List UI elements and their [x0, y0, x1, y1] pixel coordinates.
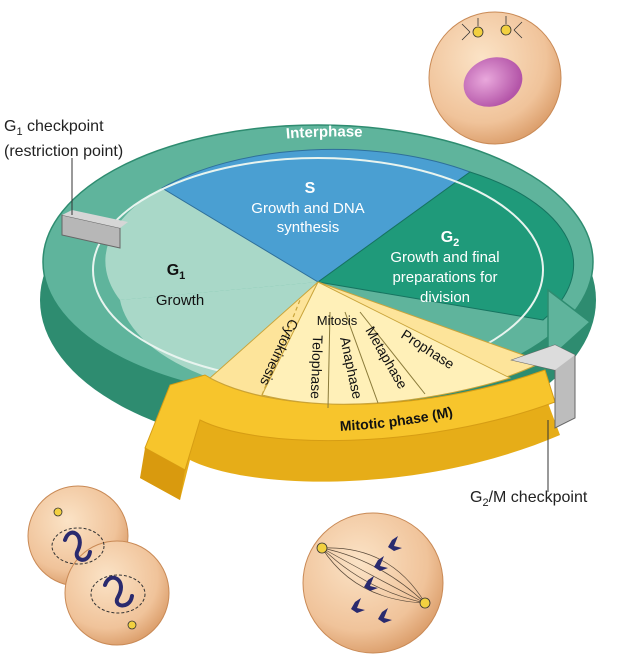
cytokinesis-divider — [261, 299, 301, 396]
interphase-label: Interphase — [285, 123, 362, 142]
g2-line1: Growth and final — [390, 249, 499, 266]
metaphase-cell-illustration — [302, 512, 444, 654]
dividing-cell-illustration — [27, 485, 170, 646]
g1-checkpoint-block — [61, 158, 128, 249]
mitosis-label: Mitosis — [317, 313, 358, 328]
interphase-arrow-head — [547, 288, 592, 362]
s-title: S — [305, 180, 316, 197]
stage-telophase: Telophase — [308, 335, 326, 400]
g2-title: G2 — [441, 229, 460, 249]
g2m-checkpoint-label: G2/M checkpoint — [470, 489, 588, 510]
interphase-cell-illustration — [428, 11, 562, 145]
s-sector — [161, 148, 472, 283]
g1-title: G1 — [167, 262, 186, 282]
stage-dividers — [327, 311, 426, 409]
g1-desc: Growth — [156, 292, 204, 309]
g2-line2: preparations for — [392, 269, 497, 286]
s-line1: Growth and DNA — [251, 200, 364, 217]
g2m-checkpoint-block — [510, 344, 576, 492]
g1-checkpoint-label: G1 checkpoint (restriction point) — [4, 118, 124, 161]
g1-sector — [105, 188, 318, 300]
g2-line3: division — [420, 289, 470, 306]
s-line2: synthesis — [277, 219, 340, 236]
